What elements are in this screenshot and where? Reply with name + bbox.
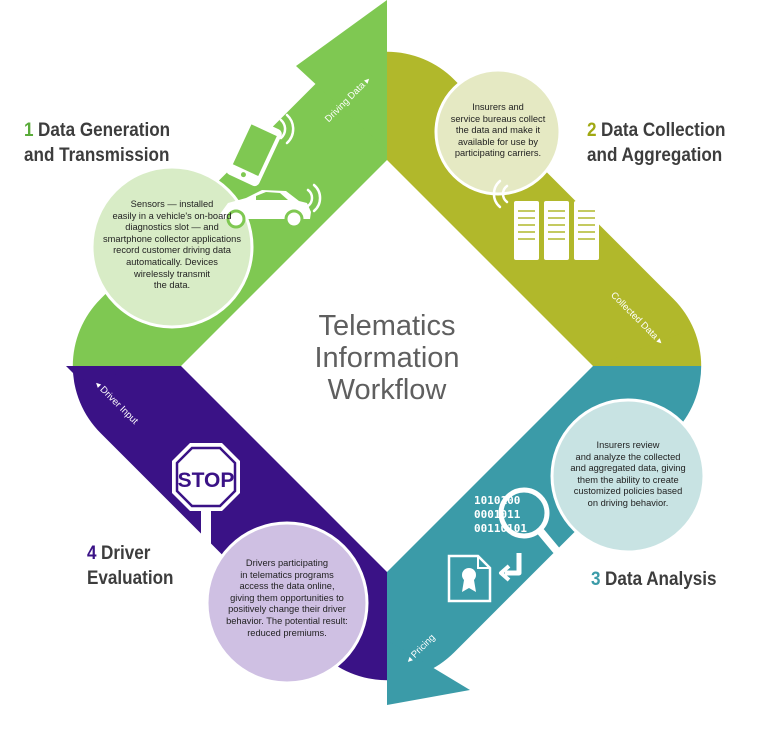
description-line: on driving behavior. [587, 497, 669, 508]
stop-sign-icon: STOP [172, 443, 240, 545]
description-line: Sensors — installed [130, 199, 214, 209]
stage-2-heading-line2: and Aggregation [587, 145, 723, 166]
stage-2-heading-line1: Data Collection [601, 120, 726, 141]
description-line: available for use by [457, 136, 539, 147]
server-rack-icon [514, 201, 599, 260]
stage-4-heading-line2: Evaluation [87, 568, 174, 589]
stage-3-number: 3 [591, 569, 601, 590]
stage-2-bubble [434, 68, 562, 196]
workflow-title: Telematics Information Workflow [282, 310, 492, 406]
title-line-2: Information [314, 342, 460, 374]
stage-2-arrow-tip [595, 330, 700, 366]
description-line: automatically. Devices [126, 256, 218, 267]
description-line: access the data online, [239, 581, 335, 592]
svg-text:1010100: 1010100 [474, 494, 520, 507]
description-line: and aggregated data, giving [570, 463, 686, 474]
description-line: positively change their driver [228, 604, 346, 615]
stage-4-arrow-tip [66, 366, 170, 380]
description-line: smartphone collector applications [103, 233, 241, 244]
description-line: the data and make it [455, 125, 541, 136]
binary-magnifier-icon: 1010100 0001011 00110101 [474, 487, 560, 554]
title-line-3: Workflow [327, 374, 447, 406]
stage-4-heading-line1: Driver [101, 543, 151, 564]
stage-4-number: 4 [87, 543, 97, 564]
description-line: service bureaus collect [450, 113, 546, 124]
stage-3-heading-line1: Data Analysis [605, 569, 717, 590]
description-line: participating carriers. [454, 148, 542, 159]
svg-text:0001011: 0001011 [474, 508, 521, 521]
description-line: behavior. The potential result: [226, 615, 348, 626]
title-line-1: Telematics [318, 310, 456, 342]
description-line: easily in a vehicle's on-board [112, 210, 232, 221]
stage-1-description: Sensors — installed easily in a vehicle'… [100, 199, 244, 292]
description-line: Drivers participating [245, 558, 329, 568]
stage-4-ring-segment [72, 366, 387, 681]
stage-1-arrow-tip [296, 0, 387, 150]
stage-3-bubble [550, 398, 706, 554]
stage-4-description: Drivers participating in telematics prog… [214, 558, 360, 639]
stage-1-heading-line2: and Transmission [24, 145, 170, 166]
description-line: customized policies based [573, 486, 683, 497]
description-line: reduced premiums. [247, 627, 327, 638]
svg-text:STOP: STOP [178, 469, 235, 492]
stage-2-description: Insurers and service bureaus collect the… [443, 102, 553, 160]
stage-1-heading-line1: Data Generation [38, 120, 171, 141]
wireless-signal-icon [492, 179, 509, 209]
description-line: in telematics programs [240, 569, 334, 580]
description-line: them the ability to create [577, 474, 679, 485]
certificate-document-icon [447, 554, 492, 603]
description-line: wirelessly transmit [134, 268, 210, 279]
description-line: giving them opportunities to [230, 592, 344, 603]
stage-1-bubble [90, 165, 254, 329]
description-line: the data. [153, 280, 191, 291]
description-line: diagnostics slot — and [125, 222, 219, 233]
description-line: Insurers review [596, 440, 660, 450]
stage-3-description: Insurers review and analyze the collecte… [560, 440, 696, 510]
return-arrow-icon [499, 553, 522, 582]
stage-1-number: 1 [24, 120, 34, 141]
center-diamond [181, 160, 593, 572]
description-line: and analyze the collected [575, 451, 681, 462]
description-line: Insurers and [472, 102, 524, 112]
stage-4-bubble [205, 521, 369, 685]
smartphone-icon [226, 117, 282, 187]
stage-2-number: 2 [587, 120, 597, 141]
description-line: record customer driving data [113, 245, 231, 256]
car-wireless-signal-icon [306, 183, 322, 213]
car-icon [220, 190, 311, 229]
stage-3-arrow-tip [387, 640, 470, 705]
wireless-signal-icon [279, 113, 295, 145]
